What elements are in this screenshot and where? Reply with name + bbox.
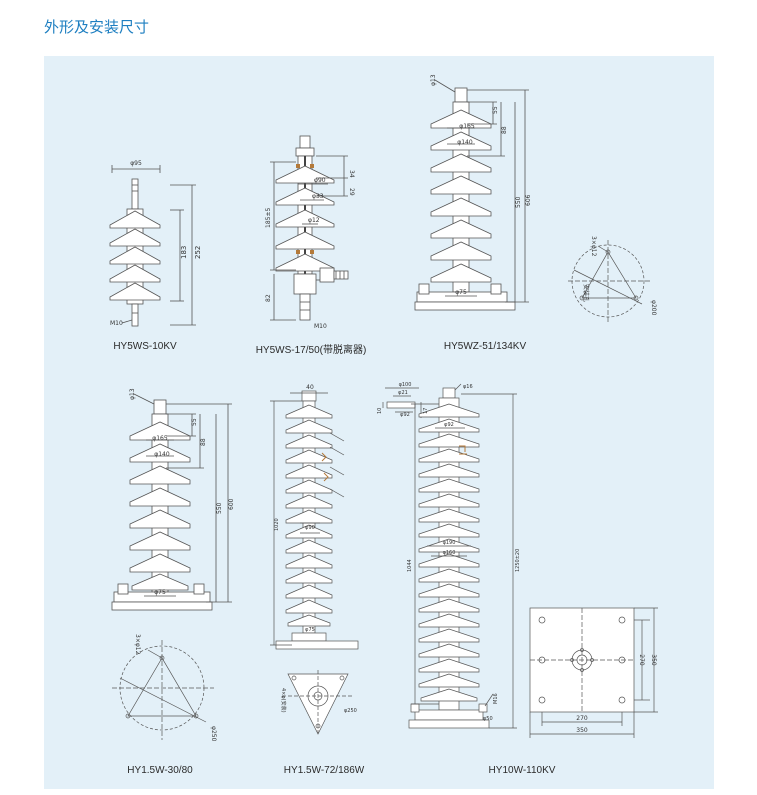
caption-hy10w-110kv: HY10W-110KV <box>488 765 556 776</box>
dim-3xphi12: 3×φ12 <box>590 236 597 257</box>
dim-phi100: φ100 <box>399 382 412 388</box>
drawing-hy1-5w-72-186w: 40 φ90 φ75 1020 <box>270 384 359 650</box>
dim-phi50: φ50 <box>483 716 493 722</box>
drawing-hy1-5w-30-80: φ165 φ140 φ13 55 88 550 600 φ75 <box>111 388 235 611</box>
drawing-hy10w-110kv: φ100 φ21 φ92 10 17 φ16 φ92 φ190 φ160 104… <box>377 382 521 729</box>
dim-phi75: φ75 <box>154 589 166 596</box>
label-mount-hole: 安装孔 <box>582 284 590 302</box>
dim-270-horizontal: 270 <box>576 715 588 722</box>
dim-phi92-detail: φ92 <box>400 412 410 418</box>
dim-1044: 1044 <box>407 559 413 572</box>
drawing-hy5ws-10kv: φ95 183 252 M10 <box>109 160 202 327</box>
dim-10: 10 <box>377 408 383 414</box>
dim-phi140: φ140 <box>457 139 473 146</box>
mount-plan-hy1-5w-72: 4×φ(安装) φ250 <box>280 670 357 736</box>
dim-4xphi: 4×φ(安装) <box>280 688 287 713</box>
dim-phi250: φ250 <box>344 708 357 714</box>
drawing-hy5ws-17-50: φ90 φ33 φ12 34 29 185±5 82 M10 <box>265 135 355 330</box>
dim-phi13: φ13 <box>129 388 136 400</box>
dim-phi160: φ160 <box>443 550 456 556</box>
base-plate-plan-hy10w: 270 350 270 350 <box>529 607 658 738</box>
dim-phi140: φ140 <box>154 451 170 458</box>
dim-88: 88 <box>200 438 207 446</box>
dim-phi12: φ12 <box>308 217 320 224</box>
page-title: 外形及安装尺寸 <box>44 18 150 36</box>
dim-17: 17 <box>423 408 429 414</box>
dim-phi165: φ165 <box>152 435 168 442</box>
dim-3xphi12: 3×φ12 <box>134 634 141 655</box>
dim-phi90: φ90 <box>314 177 326 184</box>
dim-34: 34 <box>348 170 355 178</box>
dim-phi250: φ250 <box>210 726 217 742</box>
dim-phi165: φ165 <box>459 123 475 130</box>
drawing-hy5wz-51-134kv: φ165 φ140 φ13 55 88 550 606 φ75 <box>414 74 532 311</box>
dim-82: 82 <box>265 294 272 302</box>
caption-hy1-5w-30-80: HY1.5W-30/80 <box>127 765 193 776</box>
caption-hy5ws-10kv: HY5WS-10KV <box>113 341 177 352</box>
dim-phi90: φ90 <box>305 525 315 531</box>
mount-plan-hy5wz: 3×φ12 安装孔 φ200 <box>568 236 657 322</box>
mount-plan-hy1-5w-30: 3×φ12 φ250 <box>112 634 217 742</box>
dim-550: 550 <box>515 196 522 208</box>
dim-1020: 1020 <box>274 518 280 531</box>
dim-88: 88 <box>501 126 508 134</box>
dim-183: 183 <box>180 246 188 259</box>
dim-606: 606 <box>525 194 532 206</box>
dim-550: 550 <box>216 502 223 514</box>
caption-hy5ws-17-50: HY5WS-17/50(带脱离器) <box>255 345 367 356</box>
dim-29: 29 <box>348 188 355 196</box>
dim-phi13: φ13 <box>430 74 437 86</box>
dim-600: 600 <box>228 498 235 510</box>
caption-hy1-5w-72-186w: HY1.5W-72/186W <box>283 765 365 776</box>
dim-55: 55 <box>191 418 198 426</box>
dim-40: 40 <box>306 384 314 391</box>
dim-phi16: φ16 <box>463 384 473 390</box>
dim-350-vertical: 350 <box>650 654 657 666</box>
dim-phi21: φ21 <box>398 390 408 396</box>
dim-phi92: φ92 <box>444 422 454 428</box>
dim-phi200: φ200 <box>650 300 657 316</box>
dim-phi190: φ190 <box>443 540 456 546</box>
dim-1250: 1250±20 <box>515 549 521 572</box>
label-m10: M10 <box>314 323 327 330</box>
dim-185: 185±5 <box>265 208 272 228</box>
dim-phi33: φ33 <box>312 193 324 200</box>
dim-phi75: φ75 <box>455 289 467 296</box>
dim-350-horizontal: 350 <box>576 727 588 734</box>
caption-hy5wz-51-134kv: HY5WZ-51/134KV <box>443 341 527 352</box>
dim-phi95: φ95 <box>130 160 142 167</box>
dim-phi75: φ75 <box>305 627 315 633</box>
label-m16: M16 <box>493 693 499 704</box>
dim-252: 252 <box>194 246 202 259</box>
dim-270-vertical: 270 <box>638 654 645 666</box>
dim-55: 55 <box>492 106 499 114</box>
label-m10: M10 <box>110 320 123 327</box>
